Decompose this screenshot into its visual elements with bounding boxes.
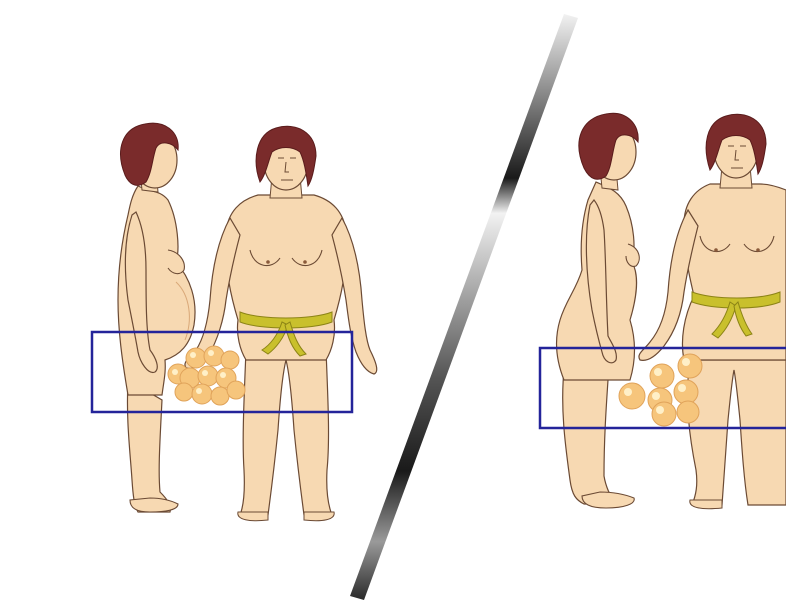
side-legs [563,370,616,504]
fat-cells-icon [168,346,245,405]
side-breast [168,250,184,274]
panel-gynoid [480,0,786,612]
side-foot [582,492,634,508]
front-feet [238,512,334,521]
front-legs [240,350,332,515]
side-leg [127,380,170,512]
side-foot [130,498,178,512]
front-torso [682,184,786,360]
front-legs [688,360,786,505]
figure-side-view [118,123,195,512]
figure-side-view [557,113,640,508]
figure-front-view [639,114,786,508]
front-torso [226,195,347,360]
side-breast [626,244,639,266]
front-feet [690,500,722,509]
